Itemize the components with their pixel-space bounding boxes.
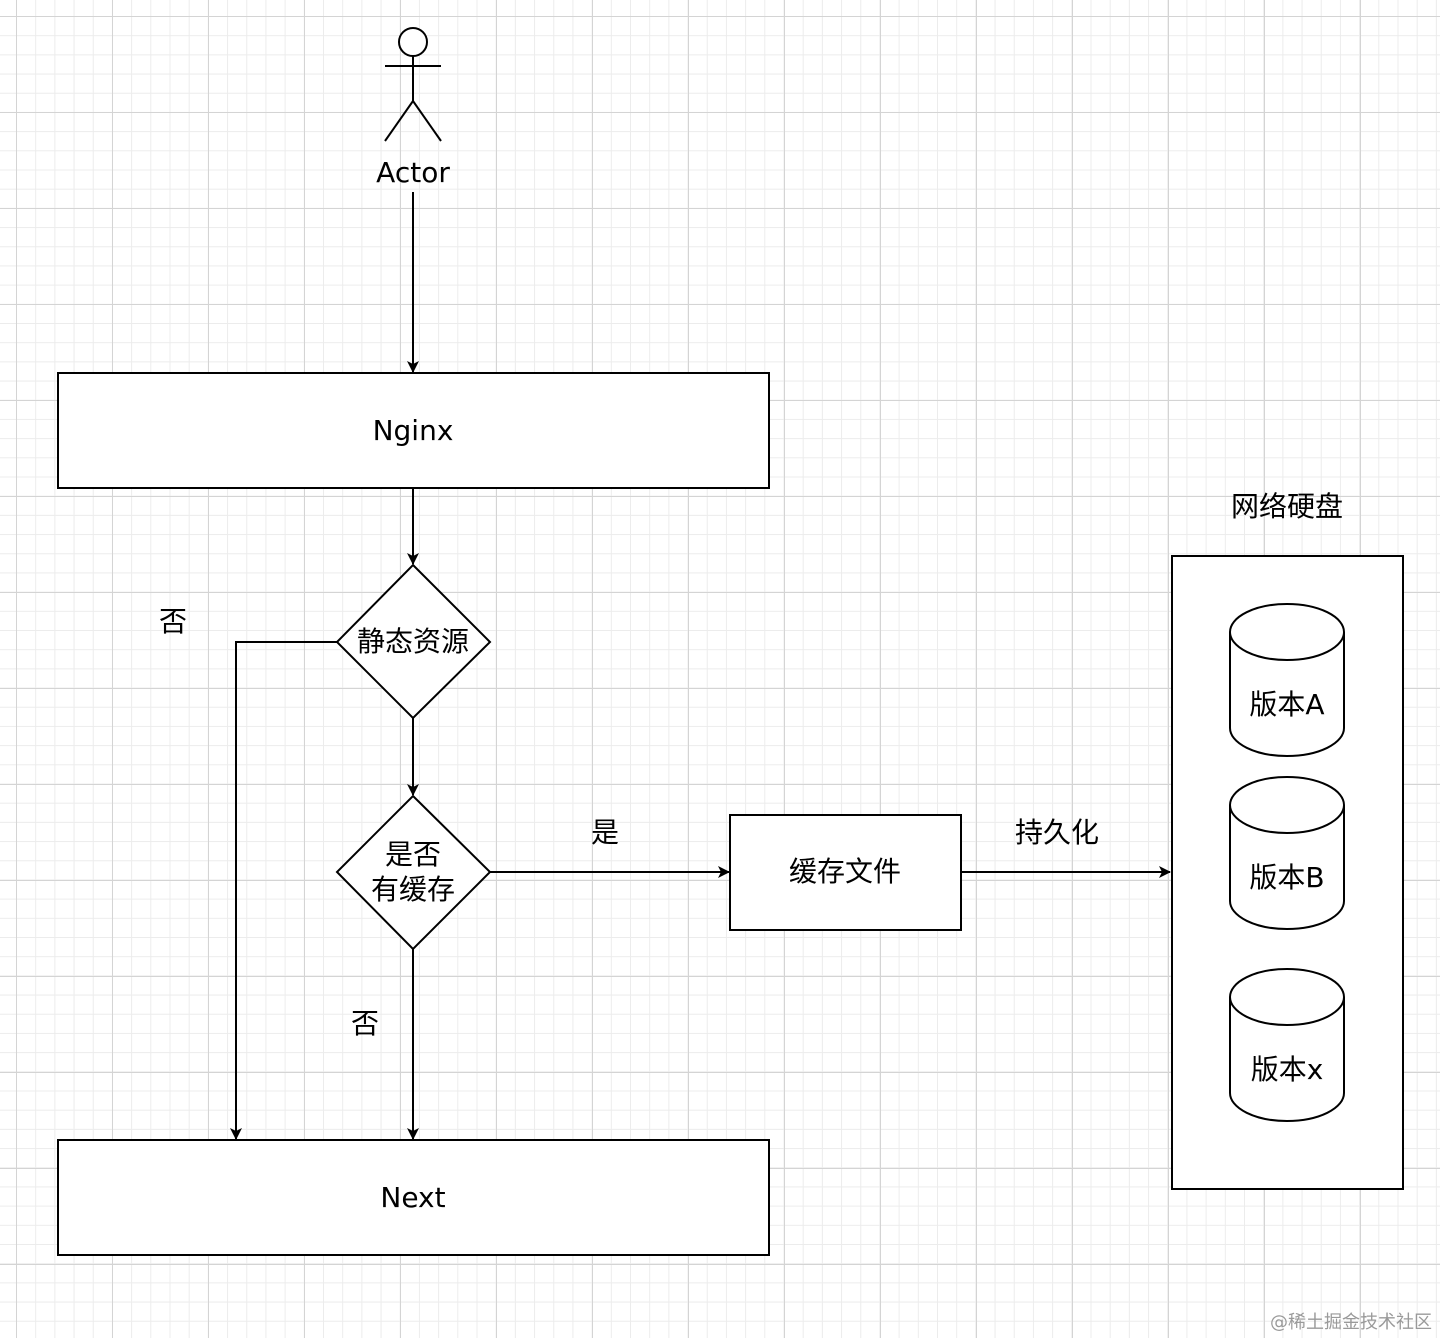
version-label: 版本A bbox=[1249, 688, 1324, 721]
cache-check-label-line1: 是否 bbox=[385, 838, 441, 871]
next-box bbox=[57, 1139, 770, 1256]
nginx-box bbox=[57, 372, 770, 489]
static-check-diamond bbox=[335, 563, 492, 720]
edge-static-no-next bbox=[230, 641, 337, 1140]
cache-check-label-line2: 有缓存 bbox=[371, 873, 455, 906]
network-disk-title: 网络硬盘 bbox=[1231, 490, 1343, 523]
edge-label-persist: 持久化 bbox=[1015, 816, 1099, 849]
edge-label-cache-no: 否 bbox=[351, 1007, 379, 1040]
static-check-label: 静态资源 bbox=[357, 625, 469, 658]
version-cylinder: 版本x bbox=[1229, 968, 1345, 1122]
edge-label-static-no: 否 bbox=[159, 605, 187, 638]
cache-file-label: 缓存文件 bbox=[789, 855, 901, 888]
version-cylinder: 版本B bbox=[1229, 776, 1345, 930]
version-label: 版本B bbox=[1249, 861, 1324, 894]
version-label: 版本x bbox=[1251, 1053, 1324, 1086]
version-cylinder: 版本A bbox=[1229, 603, 1345, 757]
cache-file-box bbox=[729, 814, 962, 931]
actor-label: Actor bbox=[376, 156, 450, 189]
actor-figure bbox=[384, 27, 442, 142]
edge-label-cache-yes: 是 bbox=[591, 816, 619, 849]
watermark: @稀土掘金技术社区 bbox=[1270, 1312, 1432, 1333]
cache-check-diamond bbox=[335, 794, 492, 951]
edges bbox=[230, 192, 1171, 1140]
nginx-label: Nginx bbox=[373, 414, 454, 447]
next-label: Next bbox=[380, 1181, 445, 1214]
